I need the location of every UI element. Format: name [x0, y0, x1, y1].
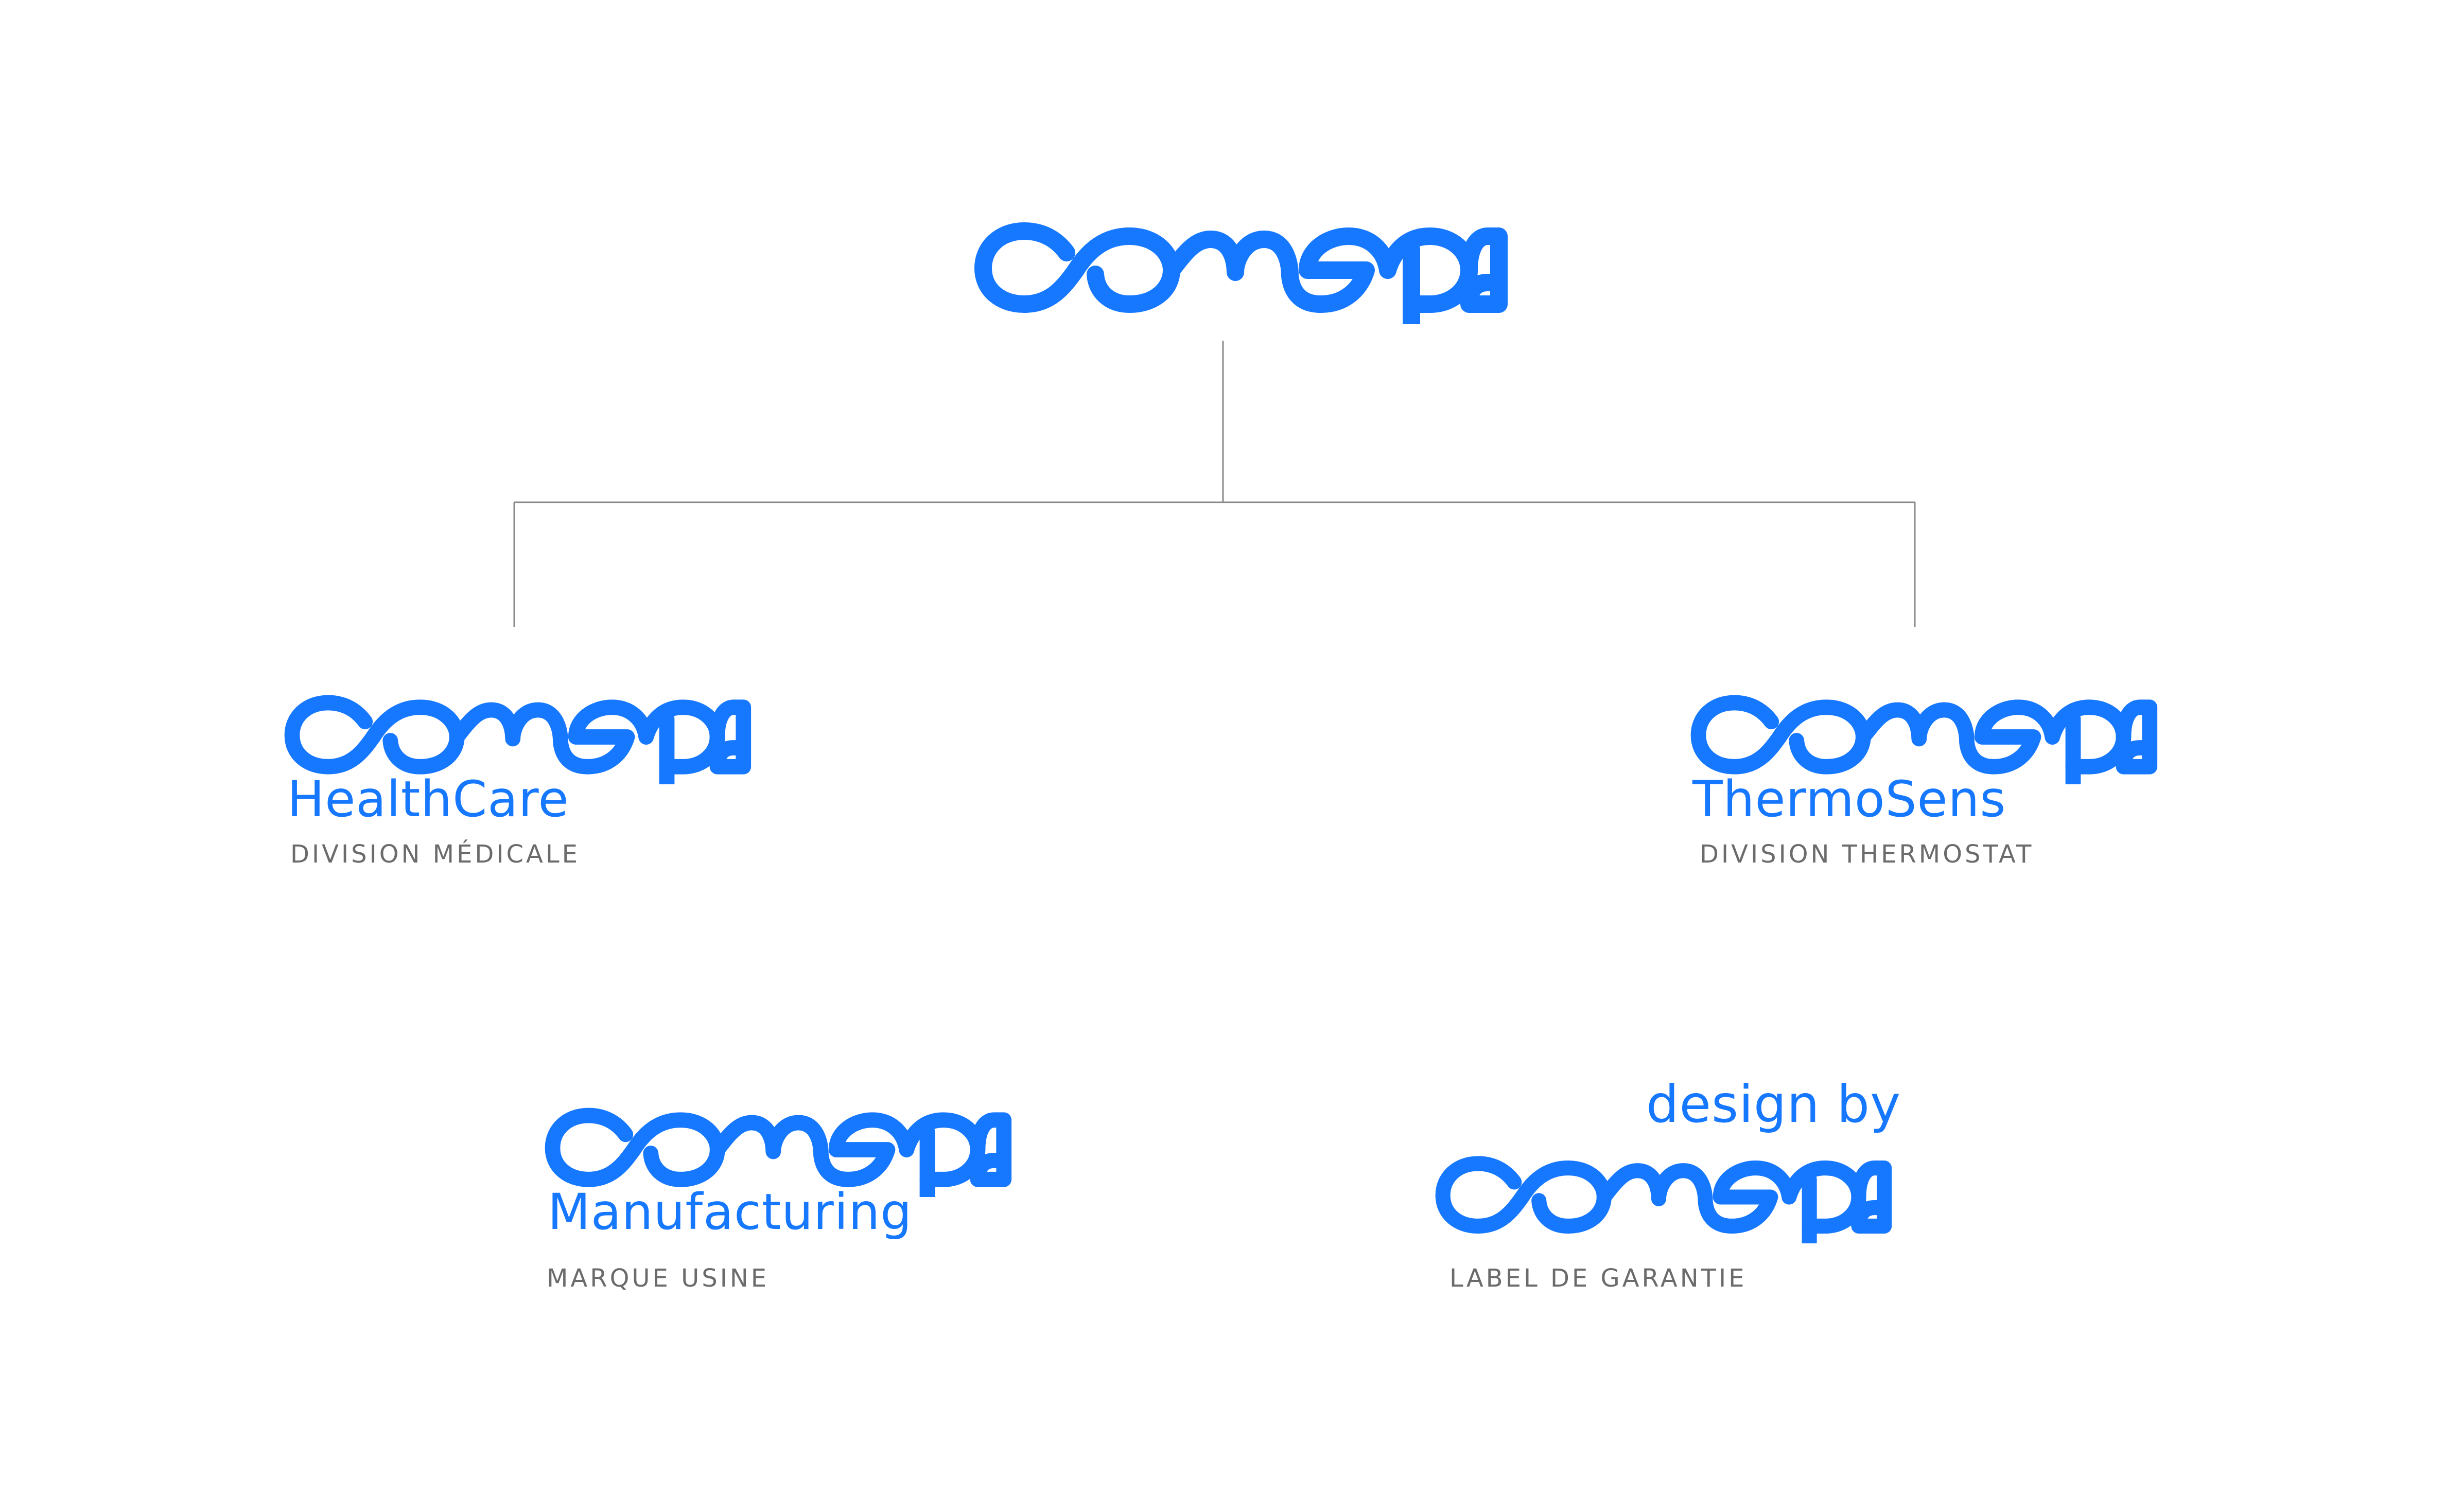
- division-caption: MARQUE USINE: [547, 1264, 770, 1293]
- division-name: HealthCare: [287, 770, 569, 828]
- parent-comepa-logo: [973, 216, 1508, 324]
- design-by-comepa-logo: [1434, 1151, 1892, 1243]
- division-caption: DIVISION THERMOSTAT: [1700, 840, 2034, 869]
- division-name: Manufacturing: [548, 1183, 913, 1241]
- division-caption: DIVISION MÉDICALE: [290, 840, 580, 869]
- division-caption: LABEL DE GARANTIE: [1449, 1264, 1747, 1293]
- division-name: ThermoSens: [1692, 770, 2006, 828]
- design-by-prefix: design by: [1646, 1074, 1901, 1134]
